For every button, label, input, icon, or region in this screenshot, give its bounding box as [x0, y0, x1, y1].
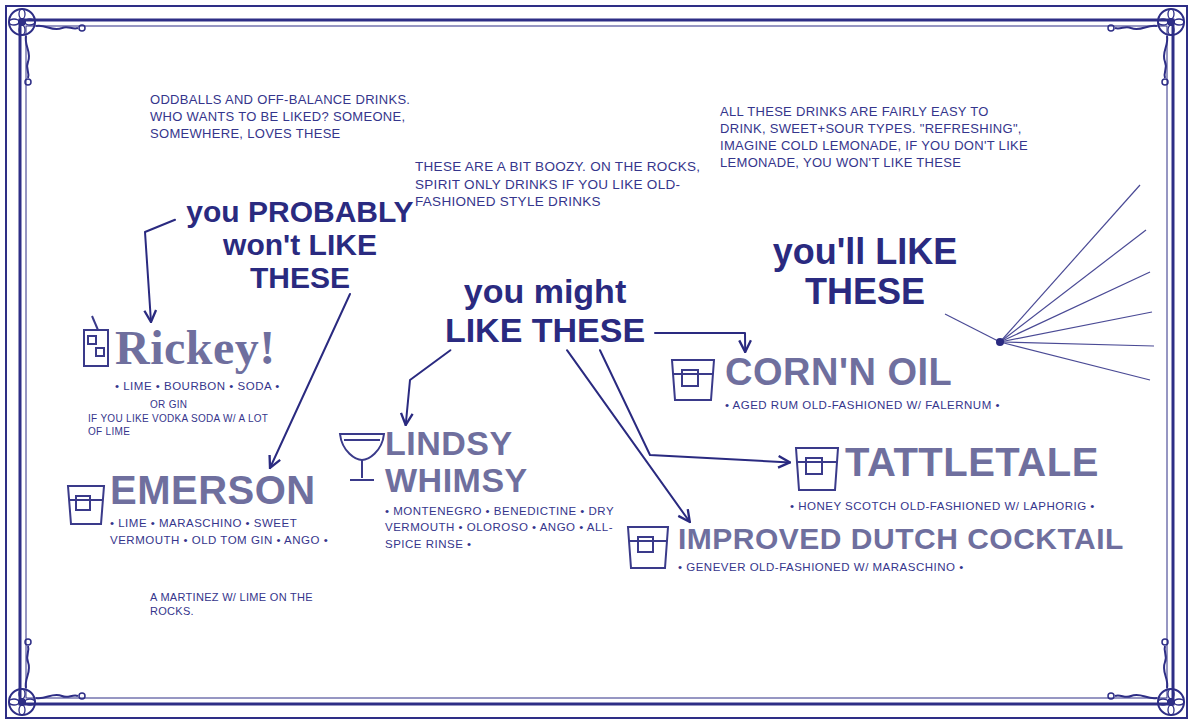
drink-entry: CORN'N OIL • AGED RUM OLD-FASHIONED W/ FA… [725, 352, 1085, 413]
node-title: Rickey! [115, 322, 295, 375]
node-title: IMPROVED DUTCH COCKTAIL [678, 522, 1148, 555]
node-title: TATTLETALE [790, 440, 1140, 484]
corner-rosettes [9, 9, 1184, 715]
connector-arrow [406, 350, 451, 425]
note: ALL THESE DRINKS ARE FAIRLY EASY TO DRIN… [720, 104, 1035, 172]
connector-arrow [145, 220, 175, 322]
ingredient-list: • HONEY SCOTCH OLD-FASHIONED W/ LAPHORIG… [790, 498, 1140, 515]
note: IF YOU LIKE VODKA SODA W/ A LOT OF LIME [88, 412, 283, 438]
ingredient-list: • MONTENEGRO • BENEDICTINE • DRY VERMOUT… [385, 503, 615, 553]
note: ODDBALLS AND OFF-BALANCE DRINKS. WHO WAN… [150, 92, 425, 143]
rocks-glass [796, 448, 838, 490]
connector-arrow [655, 333, 745, 352]
node-title: CORN'N OIL [725, 352, 1085, 394]
note: A MARTINEZ W/ LIME ON THE ROCKS. [150, 590, 350, 619]
ingredient-list: • GENEVER OLD-FASHIONED W/ MARASCHINO • [678, 559, 1148, 576]
node-title: you'll LIKE THESE [765, 232, 965, 311]
rocks-glass [68, 486, 104, 524]
ingredient-list: • LIME • BOURBON • SODA • [115, 378, 295, 395]
note: OR GIN [150, 398, 220, 411]
rocks-glass [628, 527, 668, 568]
node-title: EMERSON [110, 468, 360, 512]
drink-entry: EMERSON• LIME • MARASCHINO • SWEET VERMO… [110, 468, 360, 548]
connector-arrow [270, 294, 350, 468]
drink-entry: TATTLETALE • HONEY SCOTCH OLD-FASHIONED W… [790, 440, 1140, 515]
frame-lines [6, 6, 1187, 718]
node-title: LINDSY WHIMSY [385, 425, 615, 500]
drink-entry: IMPROVED DUTCH COCKTAIL • GENEVER OLD-FAS… [678, 522, 1148, 576]
highball-glass [84, 316, 108, 366]
note: THESE ARE A BIT BOOZY. ON THE ROCKS, SPI… [415, 158, 730, 211]
fan-decoration [945, 185, 1154, 380]
drink-entry: LINDSY WHIMSY• MONTENEGRO • BENEDICTINE … [385, 425, 615, 553]
drink-entry: Rickey! • LIME • BOURBON • SODA • [115, 322, 295, 394]
ingredient-list: • LIME • MARASCHINO • SWEET VERMOUTH • O… [110, 515, 360, 548]
node-title: you might LIKE THESE [435, 272, 655, 350]
ingredient-list: • AGED RUM OLD-FASHIONED W/ FALERNUM • [725, 397, 1085, 414]
connector-arrow [567, 350, 690, 522]
heading: you'll LIKE THESE [765, 232, 965, 311]
heading: you PROBABLY won't LIKE THESE [175, 195, 425, 294]
heading: you might LIKE THESE [435, 272, 655, 350]
coupe-glass [340, 434, 384, 480]
node-title: you PROBABLY won't LIKE THESE [175, 195, 425, 294]
rocks-glass [672, 360, 714, 400]
